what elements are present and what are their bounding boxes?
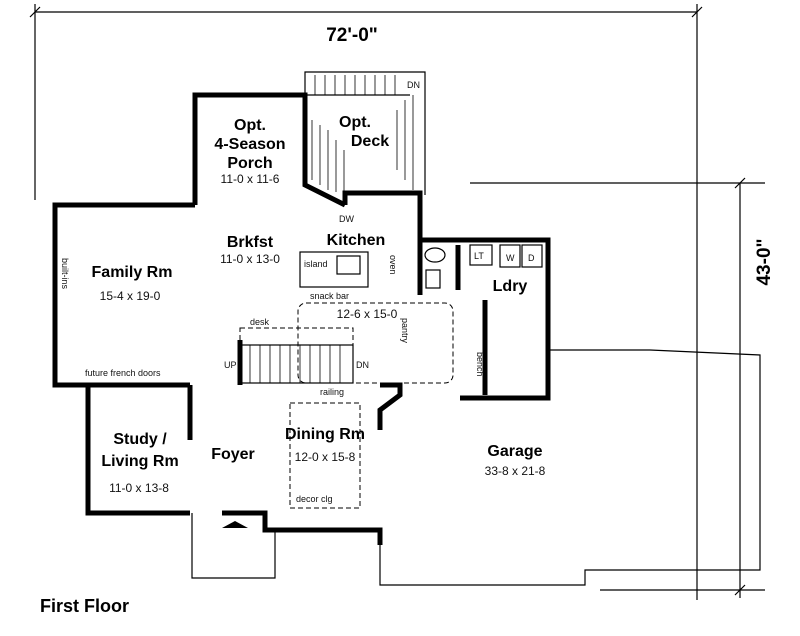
svg-text:Porch: Porch (227, 155, 272, 172)
pantry-label: pantry (400, 318, 410, 344)
dryer-label: D (528, 253, 535, 263)
cooktop (336, 255, 361, 275)
laundry-tub-label: LT (474, 251, 484, 261)
deck (304, 71, 426, 195)
island (299, 251, 369, 288)
family-name: Family Rm (92, 264, 173, 281)
ldry-name: Ldry (493, 278, 528, 295)
svg-text:Study /: Study / (113, 431, 167, 448)
decor-clg-label: decor clg (296, 494, 333, 504)
laundry-tub (469, 244, 493, 266)
dining-name: Dining Rm (285, 426, 365, 443)
svg-text:11-0 x 13-8: 11-0 x 13-8 (109, 481, 169, 495)
kitchen-name: Kitchen (327, 232, 386, 249)
foyer-name: Foyer (211, 446, 255, 463)
washer-label: W (506, 253, 515, 263)
kitchen-outline (297, 302, 454, 384)
washer (499, 244, 521, 268)
deck-down-label: DN (407, 80, 420, 90)
sink (425, 269, 441, 289)
toilet (424, 247, 446, 263)
study-label: Study / Living Rm 11-0 x 13-8 (101, 431, 178, 495)
deck-label: Opt. Deck (339, 114, 389, 150)
width-dimension: 72'-0" (326, 25, 378, 46)
stairs-down-label: DN (356, 360, 369, 370)
family-size: 15-4 x 19-0 (100, 289, 161, 303)
svg-text:Opt.: Opt. (234, 117, 266, 134)
width-dimension-line (29, 4, 703, 600)
future-doors-label: future french doors (85, 368, 161, 378)
oven-label: oven (388, 255, 398, 275)
island-label: island (304, 259, 328, 269)
svg-text:4-Season: 4-Season (214, 136, 285, 153)
snack-bar-label: snack bar (310, 291, 349, 301)
brkfst-name: Brkfst (227, 234, 274, 251)
decor-ceiling-outline (289, 402, 361, 509)
front-stoop (191, 513, 276, 579)
garage-size: 33-8 x 21-8 (485, 464, 546, 478)
desk-label: desk (250, 317, 270, 327)
stairs (239, 327, 354, 384)
floor-label: First Floor (40, 596, 129, 616)
garage-name: Garage (487, 443, 542, 460)
svg-text:11-0 x 11-6: 11-0 x 11-6 (221, 172, 280, 186)
built-ins-label: built-ins (60, 258, 70, 290)
svg-text:Living Rm: Living Rm (101, 453, 178, 470)
svg-text:Deck: Deck (351, 133, 389, 150)
brkfst-size: 11-0 x 13-0 (220, 252, 280, 266)
kitchen-size: 12-6 x 15-0 (337, 307, 398, 321)
bench-label: bench (475, 352, 485, 377)
railing-label: railing (320, 387, 344, 397)
stairs-up-label: UP (224, 360, 237, 370)
svg-text:Opt.: Opt. (339, 114, 371, 131)
porch-label: Opt. 4-Season Porch 11-0 x 11-6 (214, 117, 285, 186)
depth-dimension: 43-0" (754, 238, 775, 285)
dishwasher-label: DW (339, 214, 354, 224)
dryer (521, 244, 543, 268)
dining-size: 12-0 x 15-8 (295, 450, 356, 464)
depth-dimension-line (470, 177, 765, 598)
